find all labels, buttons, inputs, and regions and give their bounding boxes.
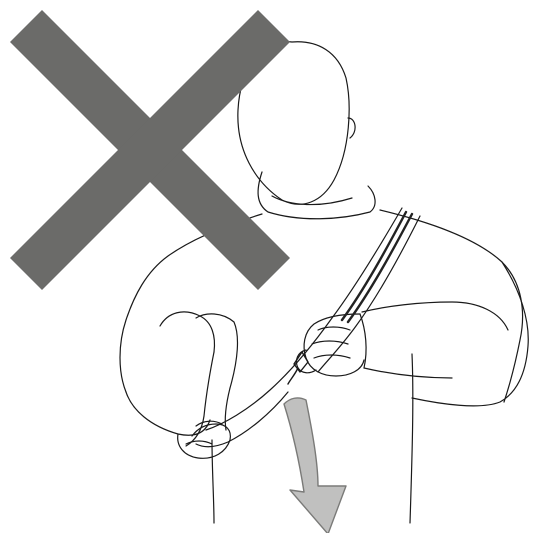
torso-right-outline [410,354,413,523]
left-forearm [186,352,214,446]
zipper-teeth-stripe-2 [348,214,412,322]
right-arm-upper [412,262,528,406]
left-forearm-inner [225,388,230,430]
shoulder-right-outline [380,210,523,402]
left-sleeve-cuff [196,314,237,388]
left-arm-outer [126,392,210,435]
right-sleeve-cuff [360,314,366,368]
left-arm-inner [160,312,214,352]
right-hand-fingers [312,327,350,358]
zipper-pull-tab [294,352,308,372]
zipper-band-outer-bottom [318,216,420,372]
arrow-down-icon [284,398,346,533]
right-arm-inner [362,302,508,330]
torso-left-lower [212,440,214,523]
zipper-teeth-stripe-1 [342,212,406,320]
x-cross-icon [10,10,290,290]
zipper-band-lower [196,392,288,447]
right-arm-lower [364,368,452,378]
left-hand-fingers [186,421,222,444]
right-thumb [296,350,316,373]
right-hand-outline [304,314,364,376]
